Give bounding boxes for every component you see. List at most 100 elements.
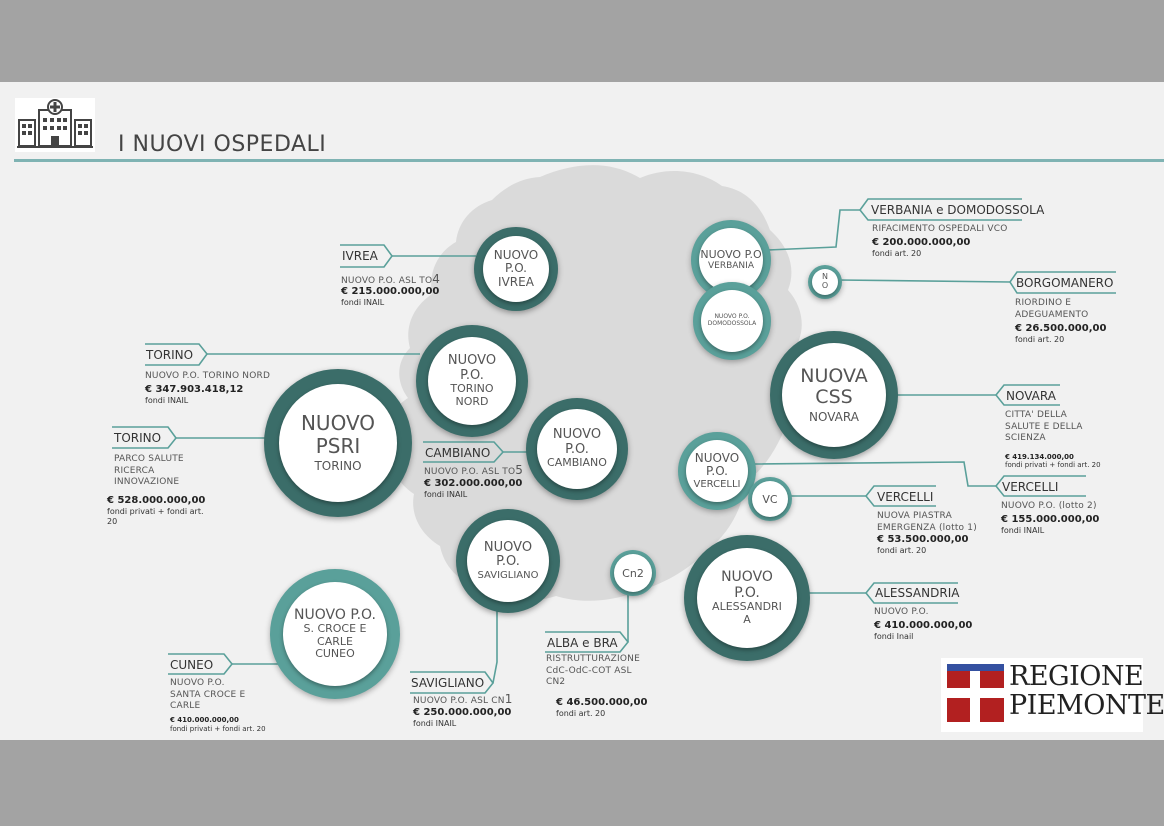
bubble-line: NUOVO P.O [700, 247, 762, 261]
bubble-line: VERCELLI [693, 478, 741, 490]
label-novara-tag: NOVARA [1006, 389, 1056, 403]
label-novara-fund: fondi privati + fondi art. 20 [1005, 461, 1101, 469]
label-verbania-desc: RIFACIMENTO OSPEDALI VCO [872, 224, 1008, 234]
desc-line: RICERCA [114, 465, 155, 476]
label-psri-fund: fondi privati + fondi art. 20 [107, 507, 204, 527]
region-logo-text: REGIONE PIEMONTE [1009, 662, 1164, 720]
label-verbania-amount: € 200.000.000,00 [872, 237, 971, 248]
label-cuneo-amount: € 410.000.000,00 [170, 716, 239, 724]
label-novara-desc: CITTA' DELLA SALUTE E DELLA SCIENZA [1005, 410, 1083, 445]
bubble-line: TORINO [314, 459, 362, 474]
label-borgomanero-amount: € 26.500.000,00 [1015, 323, 1107, 334]
bubble-line: P.O. [460, 367, 484, 383]
bubble-vc: VC [748, 477, 792, 521]
label-psri-amount: € 528.000.000,00 [107, 495, 206, 506]
bubble-cuneo: NUOVO P.O. S. CROCE E CARLE CUNEO [270, 569, 400, 699]
desc-line: CITTA' DELLA [1005, 410, 1067, 420]
bubble-line: NUOVO [721, 569, 773, 586]
label-torino-nord-fund: fondi INAIL [145, 396, 189, 405]
bubble-alessandria: NUOVO P.O. ALESSANDRI A [684, 535, 810, 661]
label-alessandria-tag: ALESSANDRIA [875, 586, 960, 600]
bubble-line: NOVARA [809, 409, 859, 424]
label-alba-tag: ALBA e BRA [547, 636, 618, 650]
bubble-line: CARLE [317, 634, 353, 648]
bubble-line: Cn2 [622, 566, 644, 580]
bubble-line: NORD [455, 394, 489, 408]
label-vercelli-lotto1-fund: fondi art. 20 [877, 546, 927, 555]
desc-line: EMERGENZA (lotto 1) [877, 522, 977, 533]
desc-line: NUOVA PIASTRA [877, 511, 952, 521]
label-vercelli-lotto1-tag: VERCELLI [877, 490, 934, 504]
label-savigliano-desc: NUOVO P.O. ASL CN1 [413, 692, 513, 708]
bubble-line: A [743, 612, 751, 626]
desc-line: RIORDINO E [1015, 298, 1072, 308]
bubble-line: TORINO [450, 382, 494, 396]
bubble-ivrea: NUOVO P.O. IVREA [474, 227, 558, 311]
hospital-icon [17, 99, 93, 148]
bubble-line: NUOVO [552, 427, 602, 443]
bubble-line: NUOVO [483, 539, 533, 555]
bubble-line: P.O. [496, 554, 520, 570]
label-psri-desc: PARCO SALUTE RICERCA INNOVAZIONE [114, 454, 184, 489]
hospital-logo-box [15, 98, 95, 152]
label-verbania-fund: fondi art. 20 [872, 249, 922, 258]
bubble-line: NUOVO [493, 247, 539, 262]
desc-suffix: 4 [432, 272, 441, 286]
bubble-line: DOMODOSSOLA [707, 320, 757, 327]
label-cuneo-desc: NUOVO P.O. SANTA CROCE E CARLE [170, 678, 245, 713]
bubble-line: N [822, 272, 828, 282]
bubble-line: NUOVA [800, 365, 868, 388]
page-title: I NUOVI OSPEDALI [118, 132, 327, 157]
bubble-line: ALESSANDRI [712, 600, 782, 614]
bubble-cn2: Cn2 [610, 550, 656, 596]
bubble-cambiano: NUOVO P.O. CAMBIANO [526, 398, 628, 500]
label-ivrea-amount: € 215.000.000,00 [341, 286, 440, 297]
desc-line: ADEGUAMENTO [1015, 309, 1089, 320]
label-borgomanero-tag: BORGOMANERO [1016, 276, 1114, 290]
desc-line: CN2 [546, 677, 566, 688]
bubble-line: NUOVO [300, 411, 376, 436]
label-torino-nord-tag: TORINO [146, 348, 194, 362]
desc-suffix: 1 [504, 692, 513, 706]
desc-suffix: 5 [515, 463, 524, 477]
desc-line: SANTA CROCE E [170, 689, 246, 700]
header-divider [14, 159, 1164, 162]
label-cuneo-fund: fondi privati + fondi art. 20 [170, 725, 266, 733]
label-cuneo-tag: CUNEO [170, 658, 214, 672]
desc-text: NUOVO P.O. ASL TO [424, 467, 516, 477]
desc-line: RISTRUTTURAZIONE [546, 654, 640, 664]
label-novara-amount: € 419.134.000,00 [1005, 453, 1074, 461]
bubble-line: SAVIGLIANO [477, 569, 539, 581]
label-borgomanero-desc: RIORDINO E ADEGUAMENTO [1015, 298, 1088, 321]
region-line-2: PIEMONTE [1009, 690, 1164, 721]
bubble-line: NUOVO P.O. [294, 606, 376, 623]
bubble-psri: NUOVO PSRI TORINO [264, 369, 412, 517]
label-savigliano-amount: € 250.000.000,00 [413, 707, 512, 718]
label-verbania-tag: VERBANIA e DOMODOSSOLA [871, 203, 1045, 217]
label-alessandria-desc: NUOVO P.O. [874, 607, 929, 617]
label-alba-fund: fondi art. 20 [556, 709, 606, 718]
label-cambiano-amount: € 302.000.000,00 [424, 478, 523, 489]
bubble-line: IVREA [498, 274, 534, 289]
bubble-novara: NUOVA CSS NOVARA [770, 331, 898, 459]
label-psri-tag: TORINO [114, 431, 162, 445]
connector-lines [112, 198, 1116, 694]
label-cambiano-fund: fondi INAIL [424, 490, 468, 499]
label-alba-amount: € 46.500.000,00 [556, 697, 648, 708]
label-vercelli-lotto2-tag: VERCELLI [1002, 480, 1059, 494]
bubble-savigliano: NUOVO P.O. SAVIGLIANO [456, 509, 560, 613]
piemonte-flag [947, 664, 1004, 722]
slide: I NUOVI OSPEDALI NUOVO P.O. IVREA NUOVO … [0, 82, 1164, 740]
bubble-torino-nord: NUOVO P.O. TORINO NORD [416, 325, 528, 437]
label-alba-desc: RISTRUTTURAZIONE CdC-OdC-COT ASL CN2 [546, 654, 640, 689]
desc-line: CdC-OdC-COT ASL [546, 665, 632, 676]
bubble-vercelli: NUOVO P.O. VERCELLI [678, 432, 756, 510]
desc-line: NUOVO P.O. [170, 678, 225, 688]
bubble-line: P.O. [734, 584, 760, 601]
bubble-line: P.O. [706, 464, 728, 479]
bubble-no: N O [808, 265, 842, 299]
label-ivrea-tag: IVREA [342, 249, 378, 263]
label-torino-nord-amount: € 347.903.418,12 [145, 384, 244, 395]
bubble-line: P.O. [505, 261, 527, 276]
label-savigliano-tag: SAVIGLIANO [411, 676, 485, 690]
